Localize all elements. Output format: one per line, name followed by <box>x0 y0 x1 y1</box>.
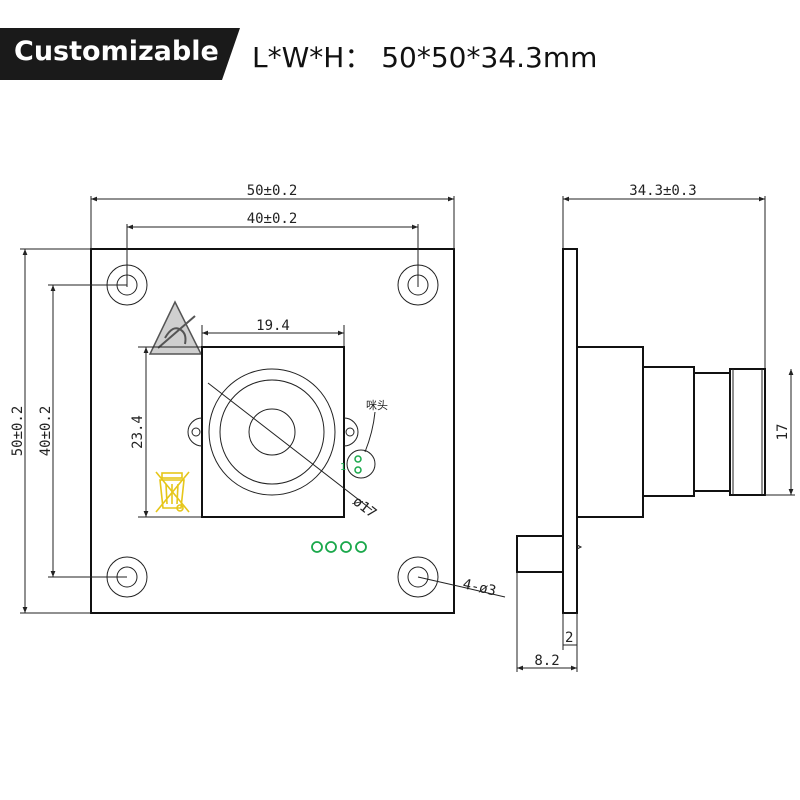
mic-label: 咪头 <box>366 399 388 412</box>
pcb-outline <box>90 248 455 614</box>
dim-pcb-thickness: 2 <box>565 630 573 646</box>
dimensions-summary: L*W*H： 50*50*34.3mm <box>252 41 598 74</box>
esd-warning-icon <box>148 300 203 355</box>
dim-height-holes: 40±0.2 <box>38 406 54 457</box>
hole-callout: 4-ø3 <box>461 576 497 599</box>
dim-lens-height: 23.4 <box>130 415 146 449</box>
side-view: 34.3±0.3 17 2 8.2 <box>516 183 795 672</box>
dim-connector-depth: 8.2 <box>534 653 559 669</box>
dim-barrel-height: 17 <box>775 424 791 441</box>
side-lens-holder <box>576 346 644 518</box>
led-pads <box>311 541 367 553</box>
dim-height-overall: 50±0.2 <box>10 406 26 457</box>
mounting-hole-tl <box>106 264 148 306</box>
mounting-hole-tr <box>397 264 439 306</box>
banner-shape <box>0 28 240 80</box>
side-pcb <box>562 248 578 614</box>
dim-lens-diameter: ø17 <box>350 494 380 522</box>
microphone <box>346 411 376 479</box>
lens <box>208 368 336 496</box>
mic-pin-marker: 1 <box>340 462 346 473</box>
mounting-hole-br <box>397 556 439 598</box>
mounting-hole-bl <box>106 556 148 598</box>
dim-depth-overall: 34.3±0.3 <box>629 183 696 199</box>
dim-width-holes: 40±0.2 <box>247 211 298 227</box>
weee-bin-icon <box>155 471 190 513</box>
lens-holder <box>201 346 345 518</box>
customizable-badge: Customizable <box>14 36 219 67</box>
front-view: 50±0.2 40±0.2 50±0.2 40±0.2 <box>10 183 506 614</box>
dim-lens-width: 19.4 <box>256 318 290 334</box>
side-lens-barrel <box>693 372 731 492</box>
side-connector <box>516 535 564 573</box>
dim-width-overall: 50±0.2 <box>247 183 298 199</box>
